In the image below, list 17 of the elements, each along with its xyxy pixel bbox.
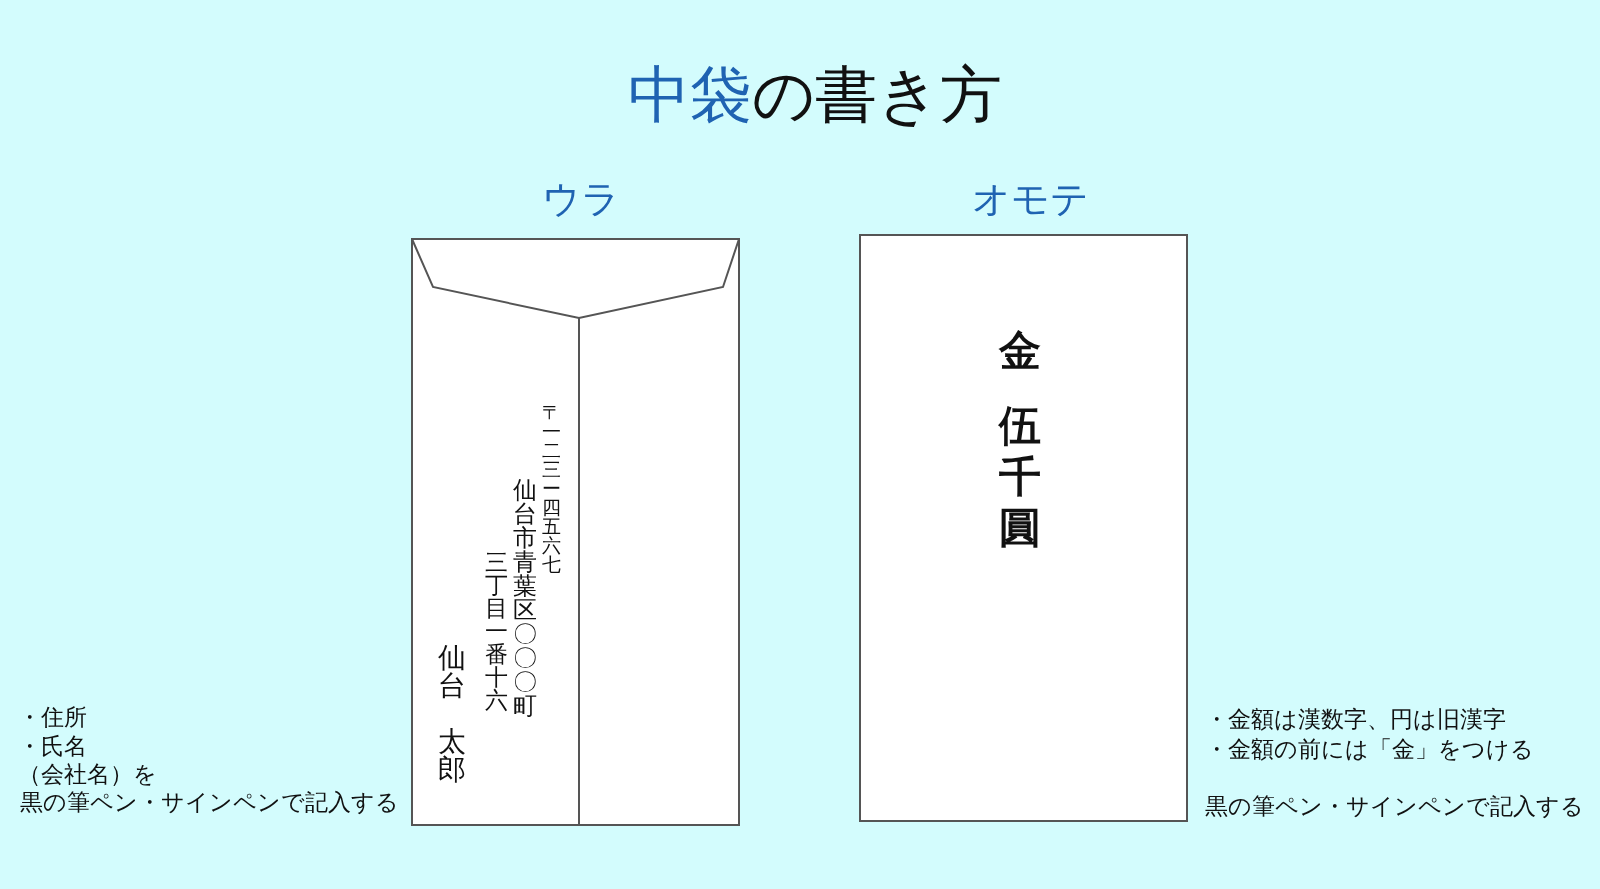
postal-code: 〒一二三ー四五六七 (542, 403, 561, 574)
address-text: 仙台市青葉区〇〇〇町 (513, 478, 537, 718)
note-text: 黒の筆ペン・サインペンで記入する (20, 791, 399, 814)
address-text: 三丁目一番十六 (485, 551, 508, 712)
note-text: ・住所 (18, 706, 87, 729)
name-text: 仙台 (438, 644, 466, 700)
side-heading: オモテ (972, 180, 1089, 218)
note-text: ・氏名 (18, 735, 87, 758)
name-text: 太郎 (438, 728, 466, 784)
note-text: （会社名）を (18, 763, 157, 786)
side-heading: ウラ (542, 180, 620, 218)
note-text: 黒の筆ペン・サインペンで記入する (1205, 795, 1584, 818)
amount-text: 金 (999, 330, 1041, 372)
note-text: ・金額の前には「金」をつける (1205, 738, 1534, 761)
amount-text: 伍千圓 (999, 400, 1041, 553)
note-text: ・金額は漢数字、円は旧漢字 (1205, 708, 1506, 731)
title: 中袋の書き方 (628, 64, 1002, 126)
